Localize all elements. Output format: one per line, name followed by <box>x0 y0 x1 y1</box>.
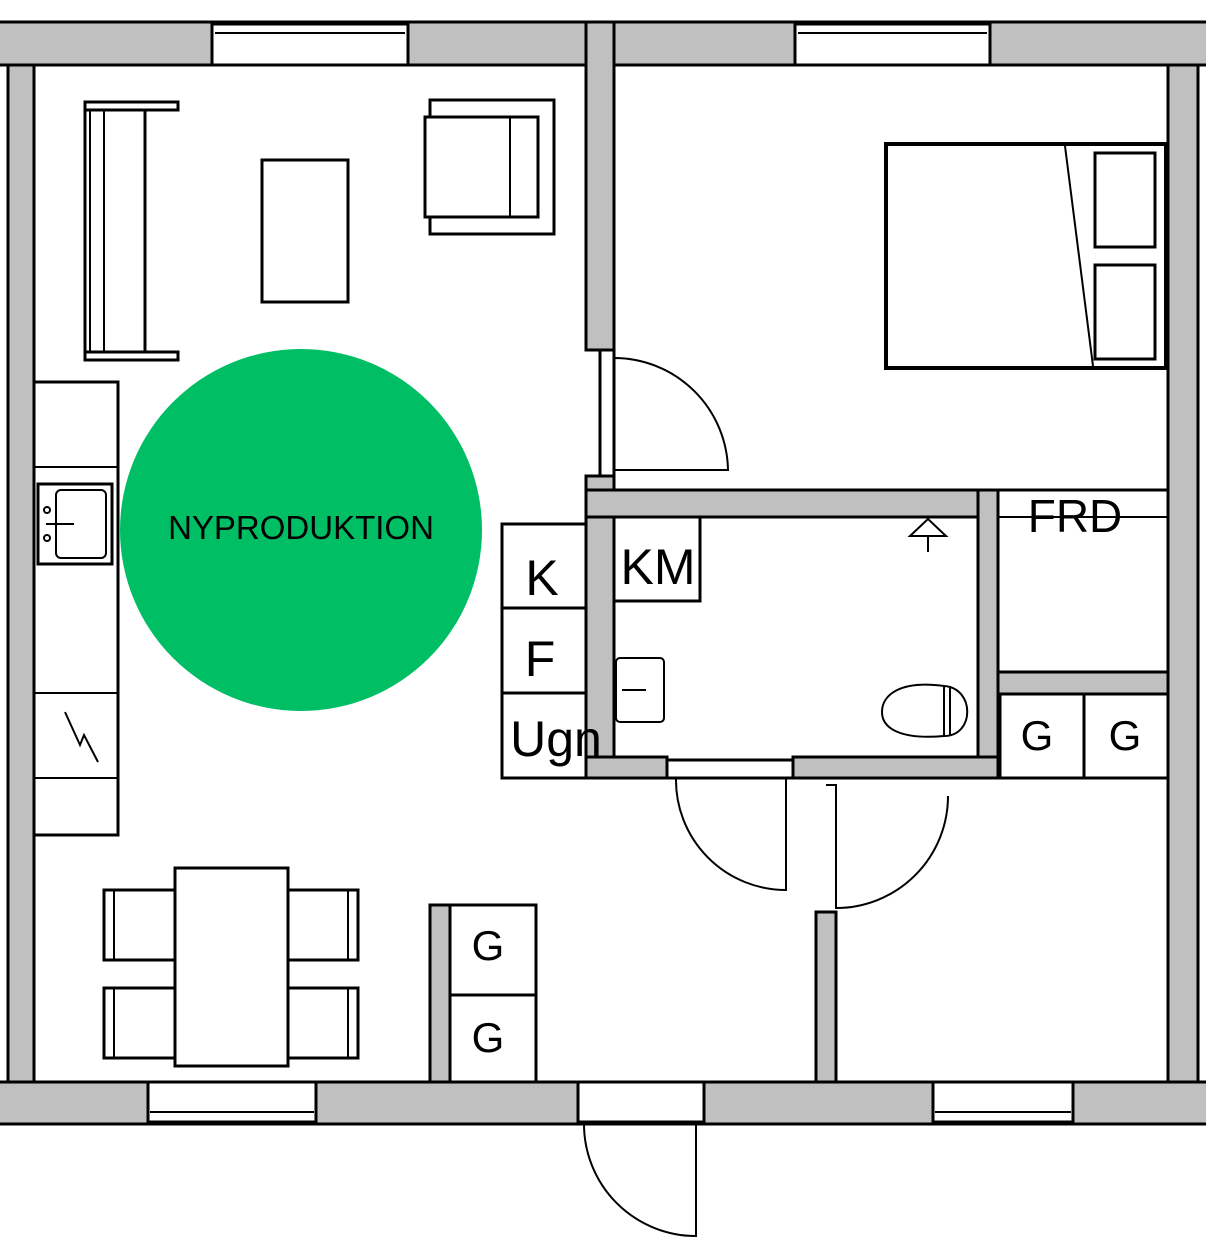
toilet-icon <box>880 683 969 738</box>
fridge-label: K <box>525 550 558 606</box>
badge-text: NYPRODUKTION <box>168 509 434 546</box>
freezer-label: F <box>525 631 556 687</box>
armchair <box>423 98 556 236</box>
kitchen-counter <box>32 380 120 837</box>
frd-label: FRD <box>1028 490 1123 542</box>
closet-frd: FRD <box>996 488 1170 674</box>
svg-text:G: G <box>472 1014 505 1061</box>
oven-label: Ugn <box>510 711 602 767</box>
doors <box>583 357 949 1238</box>
svg-text:G: G <box>1109 712 1142 759</box>
bed <box>884 142 1168 370</box>
dining-set <box>102 866 360 1068</box>
coffee-table <box>260 158 350 304</box>
windows <box>146 22 1075 1124</box>
badge-circle <box>120 349 482 711</box>
kitchen-appliances: K F Ugn <box>500 522 602 780</box>
nyproduktion-badge: NYPRODUKTION <box>120 349 482 711</box>
washer-label: KM <box>621 539 696 595</box>
wardrobes: G G G G <box>448 692 1170 1084</box>
washbasin-icon <box>615 657 665 723</box>
svg-text:G: G <box>472 922 505 969</box>
bathroom: KM <box>612 515 969 738</box>
svg-text:G: G <box>1021 712 1054 759</box>
stove-icon <box>64 711 99 763</box>
shower-icon <box>907 517 949 552</box>
sofa <box>83 100 180 362</box>
